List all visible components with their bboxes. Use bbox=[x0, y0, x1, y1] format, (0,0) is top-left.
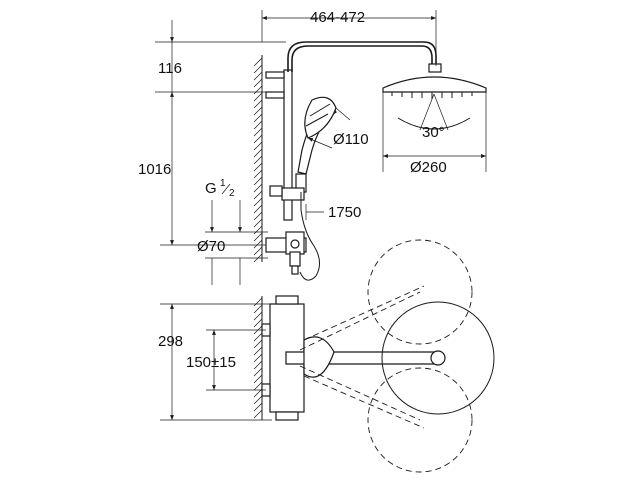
escutcheon-label: Ø70 bbox=[197, 238, 225, 255]
arm-length-label: 464-472 bbox=[310, 9, 365, 26]
dim-head-diameter: Ø260 bbox=[382, 92, 487, 176]
wall-hatch-line bbox=[253, 225, 263, 235]
wall-hatch-line bbox=[253, 64, 263, 74]
wall-hatch-line bbox=[253, 148, 263, 158]
wall-hatch-line bbox=[253, 85, 263, 95]
wall-hatch-line bbox=[253, 92, 263, 102]
wall-hatch-line bbox=[253, 304, 263, 314]
wall-hatch-line bbox=[253, 395, 263, 405]
wall-hatch-line bbox=[253, 381, 263, 391]
head-shower-swing-down bbox=[367, 367, 473, 473]
dim-plan-depth: 298 bbox=[158, 303, 272, 421]
thread-numerator: 1 bbox=[220, 178, 226, 189]
wall-hatch-line bbox=[253, 360, 263, 370]
thread-label: G bbox=[205, 180, 217, 197]
wall-hatch-line bbox=[253, 183, 263, 193]
wall-hatch-line bbox=[253, 120, 263, 130]
head-shower-plan bbox=[381, 301, 495, 415]
wall-hatch-line bbox=[253, 155, 263, 165]
slider-clamp bbox=[269, 185, 283, 197]
wall-hatch-line bbox=[253, 176, 263, 186]
riser-height-label: 1016 bbox=[138, 161, 171, 178]
wall-hatch-line bbox=[253, 190, 263, 200]
dim-thread: G 1 2 bbox=[205, 178, 242, 285]
thread-denominator: 2 bbox=[229, 188, 235, 199]
wall-hatch-line bbox=[253, 332, 263, 342]
wall-hatch-line bbox=[253, 232, 263, 242]
wall-hatch-line bbox=[253, 409, 263, 419]
dim-top-offset: 116 bbox=[155, 20, 286, 93]
wall-hatch-line bbox=[253, 162, 263, 172]
dim-inlet-centres: 150±15 bbox=[186, 329, 266, 391]
wall-hatch-line bbox=[253, 78, 263, 88]
wall-hatch-line bbox=[253, 402, 263, 412]
wall-hatch-line bbox=[253, 297, 263, 307]
wall-hatch-line bbox=[253, 71, 263, 81]
wall-hatch-line bbox=[253, 99, 263, 109]
dim-hose: 1750 bbox=[305, 204, 361, 221]
wall-hatch-line bbox=[253, 239, 263, 249]
wall-hatch-line bbox=[253, 367, 263, 377]
wall-hatch-line bbox=[253, 204, 263, 214]
wall-hatch-line bbox=[253, 169, 263, 179]
arm-swing-down bbox=[299, 365, 421, 421]
mixer-elevation bbox=[265, 231, 307, 275]
dim-hand-shower: Ø110 bbox=[307, 107, 369, 149]
head-shower-swing-up bbox=[367, 239, 473, 345]
wall-hatch-line bbox=[253, 197, 263, 207]
angle-arc bbox=[397, 117, 471, 130]
wall-hatch-line bbox=[253, 311, 263, 321]
arm-swing-up-2 bbox=[303, 285, 425, 341]
wall-hatch-line bbox=[253, 374, 263, 384]
wall-hatch-line bbox=[253, 211, 263, 221]
wall-hatch-line bbox=[253, 318, 263, 328]
wall-hatch-line bbox=[253, 134, 263, 144]
wall-hatch-line bbox=[253, 339, 263, 349]
dim-riser-height: 1016 bbox=[138, 92, 266, 246]
inlet-centres-label: 150±15 bbox=[186, 354, 236, 371]
dim-head-angle: 30° bbox=[422, 124, 445, 141]
wall-elevation bbox=[253, 55, 263, 263]
wall-hatch-line bbox=[253, 353, 263, 363]
head-dia-label: Ø260 bbox=[410, 159, 447, 176]
wall-hatch-line bbox=[253, 346, 263, 356]
shower-arm bbox=[287, 41, 437, 72]
head-shower-elevation bbox=[382, 63, 487, 131]
arm-swing-down-2 bbox=[303, 375, 425, 429]
top-offset-label: 116 bbox=[158, 60, 182, 77]
wall-hatch-line bbox=[253, 141, 263, 151]
wall-hatch-line bbox=[253, 113, 263, 123]
hand-shower bbox=[295, 96, 337, 193]
wall-plan bbox=[253, 296, 263, 420]
arm-plan bbox=[285, 336, 446, 378]
plan-depth-label: 298 bbox=[158, 333, 183, 350]
wall-hatch-line bbox=[253, 127, 263, 137]
shower-arm-inner bbox=[291, 45, 433, 72]
hand-shower-dia-label: Ø110 bbox=[333, 131, 369, 148]
wall-hatch-line bbox=[253, 218, 263, 228]
hose bbox=[299, 192, 320, 281]
wall-hatch-line bbox=[253, 106, 263, 116]
head-angle-label: 30° bbox=[422, 124, 445, 141]
wall-hatch-line bbox=[253, 246, 263, 256]
dim-escutcheon: Ø70 bbox=[197, 231, 268, 259]
hose-length-label: 1750 bbox=[328, 204, 361, 221]
arm-swing-up bbox=[299, 291, 421, 351]
dim-arm-length: 464-472 bbox=[261, 9, 437, 66]
wall-hatch-line bbox=[253, 57, 263, 67]
